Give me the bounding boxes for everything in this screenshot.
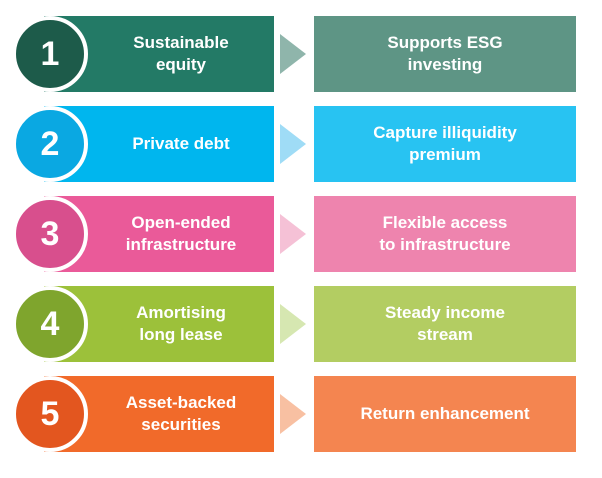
step-number-badge: 1 [12,16,88,92]
category-label: Asset-backed securities [125,393,237,434]
chevron-right-icon [280,304,306,344]
outcome-box: Steady income stream [314,286,576,362]
step-number-badge: 2 [12,106,88,182]
diagram-row: 2 Private debt Capture illiquidity premium [0,106,602,182]
diagram-row: 4 Amortising long lease Steady income stre… [0,286,602,362]
step-number-badge: 5 [12,376,88,452]
category-label: Private debt [132,134,230,153]
diagram-row: 3 Open-ended infrastructure Flexible acces… [0,196,602,272]
chevron-right-icon [280,34,306,74]
diagram-row: 5 Asset-backed securities Return enhanceme… [0,376,602,452]
chevron-right-icon [280,214,306,254]
step-number-badge: 4 [12,286,88,362]
chevron-right-icon [280,124,306,164]
category-label: Sustainable equity [133,33,229,74]
outcome-box: Flexible access to infrastructure [314,196,576,272]
step-number-badge: 3 [12,196,88,272]
outcome-box: Supports ESG investing [314,16,576,92]
category-label: Amortising long lease [136,303,226,344]
outcome-box: Capture illiquidity premium [314,106,576,182]
category-label: Open-ended infrastructure [125,213,237,254]
diagram-row: 1 Sustainable equity Supports ESG investin… [0,16,602,92]
chevron-right-icon [280,394,306,434]
outcome-box: Return enhancement [314,376,576,452]
